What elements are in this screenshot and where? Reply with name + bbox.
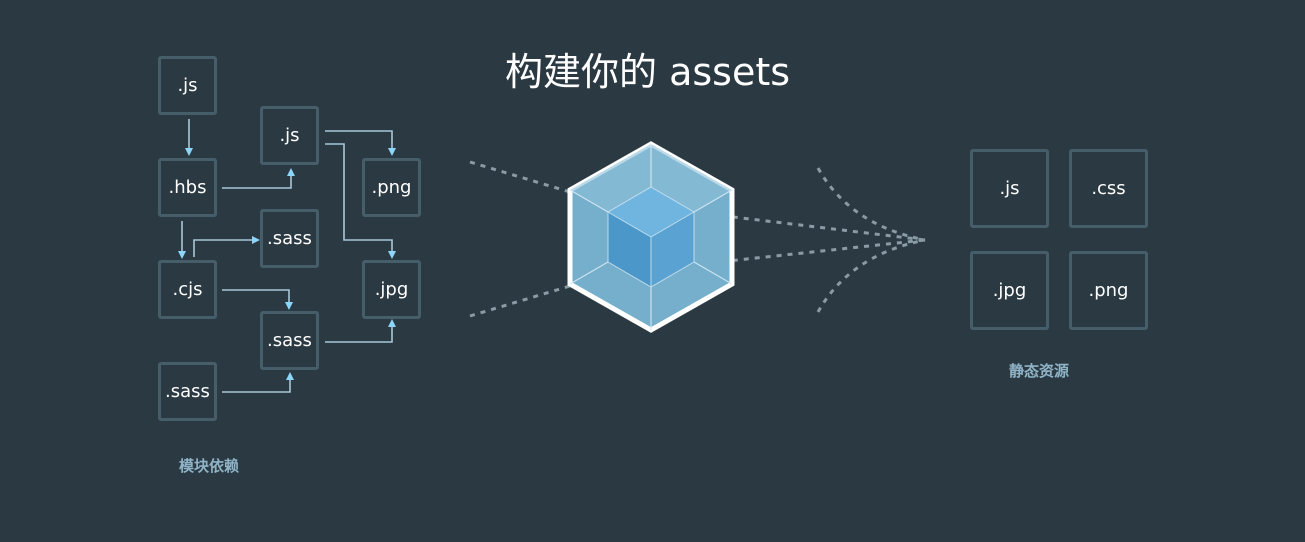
modules-caption: 模块依赖 [179, 457, 240, 475]
dotted-in-top [469, 160, 581, 197]
module-box-sass-mid: .sass [260, 209, 319, 268]
page-title: 构建你的 assets [505, 50, 791, 94]
module-box-hbs: .hbs [158, 158, 217, 217]
module-box-cjs: .cjs [158, 260, 217, 319]
link-cjs-sass [193, 236, 260, 257]
module-box-sass-lower: .sass [260, 311, 319, 370]
dotted-in-bottom [469, 281, 581, 318]
link-js-png [325, 130, 396, 156]
asset-box-jpg: .jpg [970, 251, 1049, 330]
dotted-out-1 [699, 211, 926, 242]
dotted-out-3 [816, 167, 926, 242]
module-box-js-top: .js [260, 106, 319, 165]
asset-box-png: .png [1069, 251, 1148, 330]
module-box-jpg: .jpg [362, 260, 421, 319]
link-hbs-js [222, 168, 295, 189]
link-sass-sass [222, 372, 294, 393]
dotted-out-2 [699, 238, 926, 266]
module-box-js: .js [158, 56, 217, 115]
link-sass-jpg [325, 319, 396, 343]
link-cjs-sass2 [222, 289, 293, 310]
webpack-cube-logo [567, 141, 735, 333]
asset-box-css: .css [1069, 149, 1148, 228]
module-box-sass-bottom: .sass [158, 362, 217, 421]
module-box-png: .png [362, 158, 421, 217]
assets-caption: 静态资源 [1009, 362, 1070, 380]
dotted-out-4 [816, 238, 926, 313]
asset-box-js: .js [970, 149, 1049, 228]
link-js-jpg [325, 143, 396, 259]
